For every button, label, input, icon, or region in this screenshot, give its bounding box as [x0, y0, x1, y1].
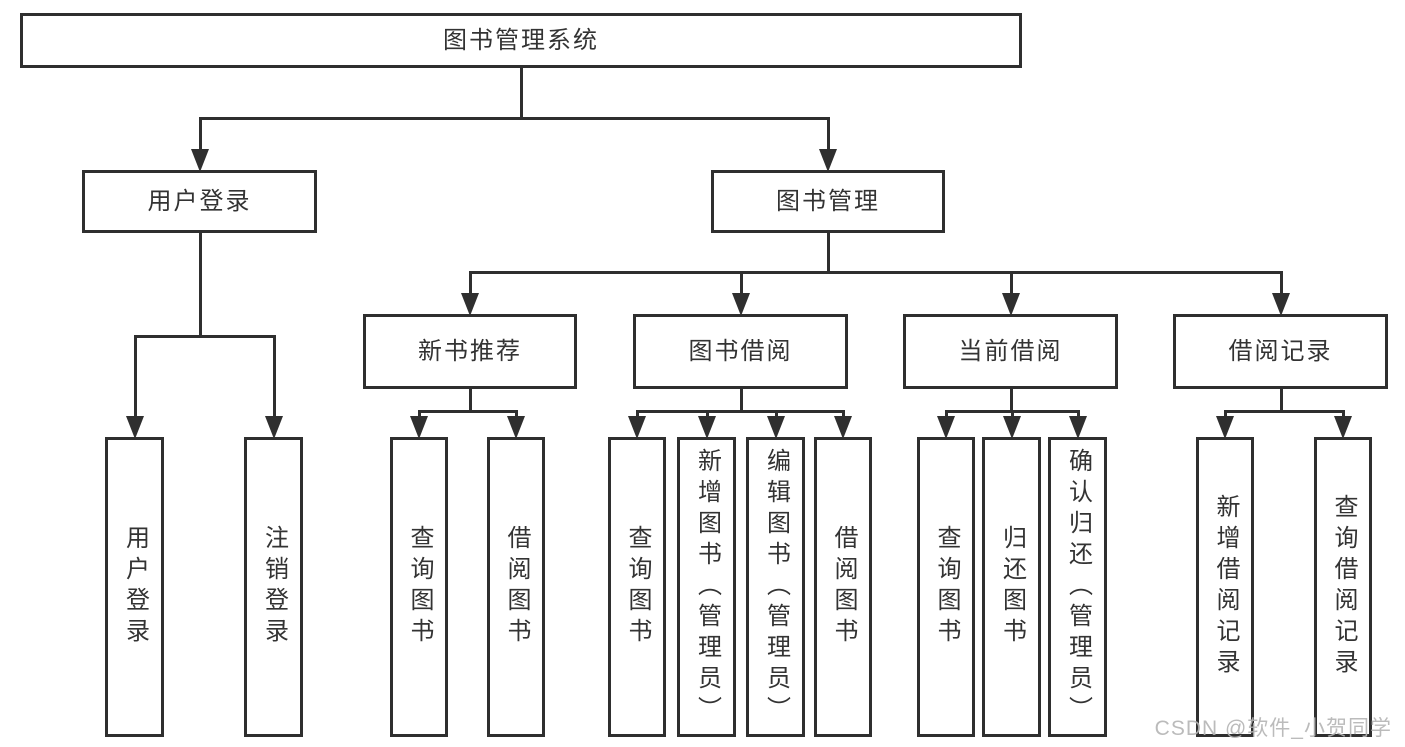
node-label-book-borrow: 图书借阅	[688, 337, 793, 365]
splitter-line-new-book-rec	[418, 410, 518, 413]
trunk-line-borrow-records	[1280, 387, 1283, 412]
arrowhead-down-icon	[767, 416, 785, 439]
node-root: 图书管理系统	[20, 13, 1022, 68]
arrowhead-down-icon	[1216, 416, 1234, 439]
drop-line-leaf-query-books-current	[945, 411, 948, 417]
node-label-leaf-borrow-books: 借阅图书	[830, 525, 857, 649]
node-label-leaf-query-borrow-record: 查询借阅记录	[1330, 494, 1357, 680]
splitter-line-borrow-records	[1224, 410, 1345, 413]
trunk-line-book-borrow	[740, 387, 743, 412]
node-leaf-query-books-current: 查询图书	[917, 437, 975, 737]
drop-line-leaf-logout	[273, 336, 276, 417]
node-new-book-rec: 新书推荐	[363, 314, 577, 389]
node-label-leaf-logout: 注销登录	[260, 525, 288, 649]
arrowhead-down-icon	[191, 149, 209, 172]
node-leaf-query-books-borrow: 查询图书	[608, 437, 666, 737]
node-book-borrow: 图书借阅	[633, 314, 848, 389]
arrowhead-down-icon	[1002, 293, 1020, 316]
node-label-root: 图书管理系统	[443, 26, 599, 54]
node-label-current-borrow: 当前借阅	[958, 337, 1063, 365]
drop-line-leaf-query-borrow-record	[1342, 411, 1345, 417]
arrowhead-down-icon	[126, 416, 144, 439]
node-user-login: 用户登录	[82, 170, 317, 233]
arrowhead-down-icon	[265, 416, 283, 439]
csdn-watermark: CSDN @软件_小贺同学	[1154, 717, 1392, 740]
node-label-borrow-records: 借阅记录	[1228, 337, 1333, 365]
arrowhead-down-icon	[1334, 416, 1352, 439]
node-label-leaf-add-book-admin: 新增图书（管理员）	[693, 447, 721, 727]
node-leaf-borrow-books-rec: 借阅图书	[487, 437, 545, 737]
arrowhead-down-icon	[1069, 416, 1087, 439]
drop-line-book-borrow	[740, 272, 743, 294]
arrowhead-down-icon	[819, 149, 837, 172]
drop-line-leaf-query-books-borrow	[636, 411, 639, 417]
splitter-line-book-borrow	[636, 410, 845, 413]
trunk-line-root	[520, 66, 523, 119]
drop-line-leaf-borrow-books	[842, 411, 845, 417]
drop-line-leaf-return-books	[1011, 411, 1014, 417]
drop-line-leaf-edit-book-admin	[775, 411, 778, 417]
drop-line-current-borrow	[1010, 272, 1013, 294]
trunk-line-current-borrow	[1010, 387, 1013, 412]
node-leaf-add-book-admin: 新增图书（管理员）	[677, 437, 736, 737]
arrowhead-down-icon	[834, 416, 852, 439]
node-label-user-login: 用户登录	[147, 187, 252, 215]
arrowhead-down-icon	[1003, 416, 1021, 439]
arrowhead-down-icon	[507, 416, 525, 439]
node-label-leaf-user-login: 用户登录	[121, 525, 149, 649]
splitter-line-user-login	[134, 335, 276, 338]
drop-line-borrow-records	[1280, 272, 1283, 294]
drop-line-book-mgmt	[827, 118, 830, 150]
node-book-mgmt: 图书管理	[711, 170, 945, 233]
node-label-leaf-edit-book-admin: 编辑图书（管理员）	[762, 447, 790, 727]
splitter-line-book-mgmt	[469, 271, 1283, 274]
drop-line-leaf-user-login	[134, 336, 137, 417]
node-label-leaf-add-borrow-record: 新增借阅记录	[1212, 494, 1239, 680]
node-leaf-add-borrow-record: 新增借阅记录	[1196, 437, 1254, 737]
node-leaf-user-login: 用户登录	[105, 437, 164, 737]
node-leaf-borrow-books: 借阅图书	[814, 437, 872, 737]
arrowhead-down-icon	[461, 293, 479, 316]
drop-line-leaf-borrow-books-rec	[515, 411, 518, 417]
drop-line-leaf-confirm-return-admin	[1077, 411, 1080, 417]
node-label-leaf-query-books-borrow: 查询图书	[624, 525, 651, 649]
trunk-line-user-login	[199, 231, 202, 337]
node-label-book-mgmt: 图书管理	[776, 187, 880, 215]
arrowhead-down-icon	[410, 416, 428, 439]
splitter-line-root	[199, 117, 830, 120]
node-leaf-confirm-return-admin: 确认归还（管理员）	[1048, 437, 1107, 737]
arrowhead-down-icon	[937, 416, 955, 439]
arrowhead-down-icon	[698, 416, 716, 439]
node-leaf-query-books-rec: 查询图书	[390, 437, 448, 737]
drop-line-leaf-query-books-rec	[418, 411, 421, 417]
drop-line-leaf-add-book-admin	[706, 411, 709, 417]
drop-line-leaf-add-borrow-record	[1224, 411, 1227, 417]
trunk-line-book-mgmt	[827, 231, 830, 273]
arrowhead-down-icon	[628, 416, 646, 439]
node-label-leaf-confirm-return-admin: 确认归还（管理员）	[1064, 447, 1092, 727]
node-leaf-return-books: 归还图书	[982, 437, 1041, 737]
node-label-leaf-query-books-current: 查询图书	[933, 525, 960, 649]
node-borrow-records: 借阅记录	[1173, 314, 1388, 389]
trunk-line-new-book-rec	[469, 387, 472, 412]
drop-line-user-login	[199, 118, 202, 150]
arrowhead-down-icon	[732, 293, 750, 316]
node-leaf-edit-book-admin: 编辑图书（管理员）	[746, 437, 805, 737]
node-label-leaf-return-books: 归还图书	[998, 525, 1026, 649]
node-current-borrow: 当前借阅	[903, 314, 1118, 389]
node-leaf-logout: 注销登录	[244, 437, 303, 737]
node-leaf-query-borrow-record: 查询借阅记录	[1314, 437, 1372, 737]
node-label-new-book-rec: 新书推荐	[418, 337, 522, 365]
arrowhead-down-icon	[1272, 293, 1290, 316]
node-label-leaf-borrow-books-rec: 借阅图书	[503, 525, 530, 649]
drop-line-new-book-rec	[469, 272, 472, 294]
node-label-leaf-query-books-rec: 查询图书	[406, 525, 433, 649]
